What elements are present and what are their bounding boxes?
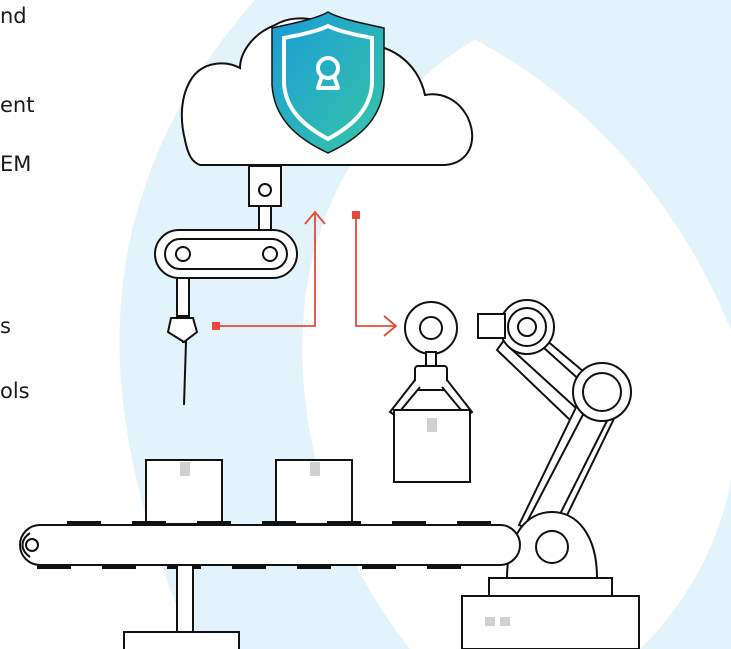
conveyor-belt-icon	[19, 521, 521, 649]
cropped-text-line: ols	[0, 379, 30, 403]
cropped-text-line: ent	[0, 93, 35, 117]
cropped-text-line: s	[0, 314, 11, 338]
left-robotic-arm	[154, 165, 298, 406]
cropped-text-line: nd	[0, 4, 27, 28]
robotic-arm-icon	[388, 299, 640, 649]
box-icon	[145, 459, 353, 525]
cropped-text-line: EM	[0, 152, 32, 176]
shield-keyhole-icon	[271, 11, 385, 154]
arrow-icon	[212, 210, 398, 337]
